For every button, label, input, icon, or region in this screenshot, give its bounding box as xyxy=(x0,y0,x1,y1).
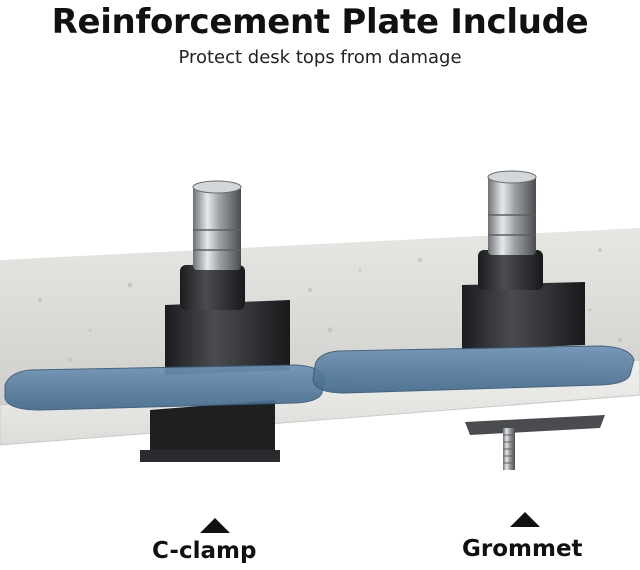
reinforcement-plate-left xyxy=(4,364,326,411)
triangle-up-icon xyxy=(200,518,230,533)
label-c-clamp: C-clamp xyxy=(152,538,257,564)
product-illustration xyxy=(0,170,640,470)
label-grommet: Grommet xyxy=(462,536,583,562)
grommet-mount xyxy=(312,170,635,470)
c-clamp-mount xyxy=(4,180,326,462)
marble-texture xyxy=(18,248,622,382)
page-subtitle: Protect desk tops from damage xyxy=(178,47,462,68)
triangle-up-icon xyxy=(510,512,540,527)
page-title: Reinforcement Plate Include xyxy=(51,2,589,42)
reinforcement-plate-right xyxy=(312,345,635,394)
